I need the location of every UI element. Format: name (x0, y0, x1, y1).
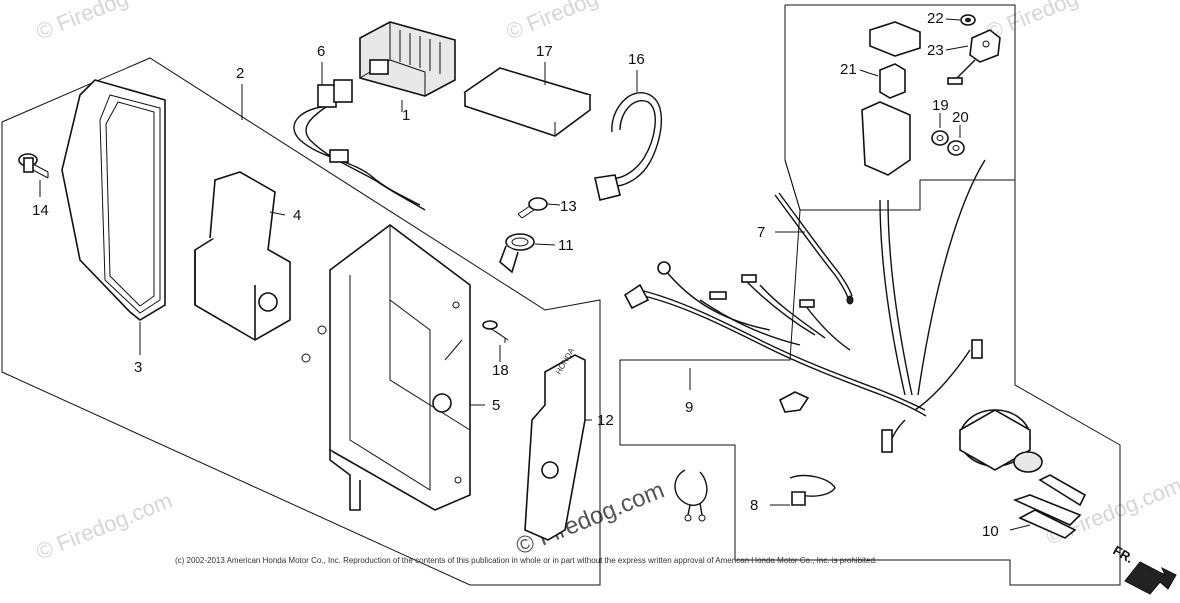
watermark-logo: Firedog.com (53, 487, 176, 556)
callout-2: 2 (236, 65, 244, 82)
callout-14: 14 (32, 202, 49, 219)
callout-17: 17 (536, 43, 553, 60)
part-10-ignition-switch (959, 409, 1087, 539)
callout-6: 6 (317, 43, 325, 60)
watermark-logo: Firedog.com (1063, 472, 1180, 541)
callouts: 1 2 3 4 5 6 7 8 9 10 11 12 13 14 16 17 1… (32, 10, 999, 540)
part-14-bolt (18, 153, 49, 197)
callout-10: 10 (982, 523, 999, 540)
part-23-sensor (947, 29, 1001, 85)
group-outlines (1, 4, 1121, 586)
part-6-harness (293, 62, 426, 211)
part-19-nut (931, 113, 949, 146)
callout-22: 22 (927, 10, 944, 27)
callout-9: 9 (685, 399, 693, 416)
callout-4: 4 (293, 207, 301, 224)
watermark-logo: © (33, 15, 57, 44)
callout-18: 18 (492, 362, 509, 379)
watermark-logo: © (503, 15, 527, 44)
watermark-logo: © (33, 535, 57, 564)
part-16-band (594, 70, 662, 201)
callout-20: 20 (952, 109, 969, 126)
callout-19: 19 (932, 97, 949, 114)
watermark-logo: Firedog (523, 0, 602, 36)
part-18-screw (482, 320, 509, 362)
callout-3: 3 (134, 359, 142, 376)
front-arrow-icon (1124, 561, 1177, 595)
part-8-clamp (770, 474, 836, 506)
copyright-notice: (c) 2002-2013 American Honda Motor Co., … (175, 556, 877, 565)
part-21-fuse-holder (859, 21, 921, 176)
callout-12: 12 (597, 412, 614, 429)
part-11-clip (499, 233, 556, 274)
watermark-logo: Firedog (53, 0, 132, 36)
callout-1: 1 (402, 107, 410, 124)
part-3-cover (61, 79, 166, 355)
part-4-bracket (194, 171, 291, 341)
callout-11: 11 (558, 237, 574, 254)
part-5-control-box (301, 224, 485, 511)
part-1-regulator (359, 21, 456, 112)
callout-21: 21 (840, 61, 857, 78)
front-label: FR. (1111, 543, 1137, 566)
callout-13: 13 (560, 198, 577, 215)
part-20-washer (947, 125, 965, 156)
callout-7: 7 (757, 224, 765, 241)
part-9-main-harness (623, 159, 986, 453)
part-17-pad (463, 62, 592, 137)
part-22-washer (960, 14, 976, 26)
part-13-bolt (517, 197, 561, 219)
callout-23: 23 (927, 42, 944, 59)
callout-8: 8 (750, 497, 758, 514)
callout-5: 5 (492, 397, 500, 414)
callout-16: 16 (628, 51, 645, 68)
clip-loop (674, 469, 708, 522)
part-7-lead-wire (774, 192, 854, 305)
